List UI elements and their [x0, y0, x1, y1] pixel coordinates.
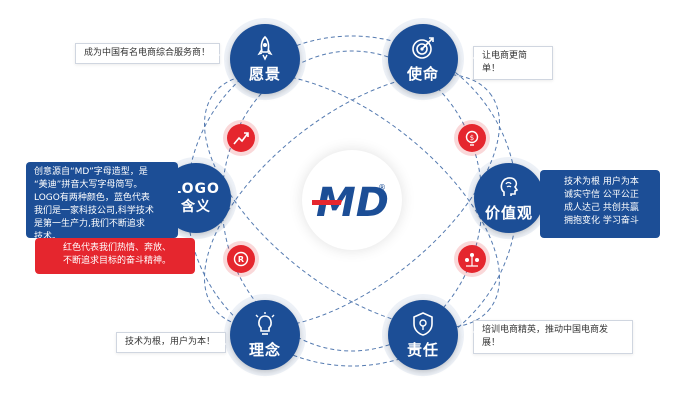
logo-blue-line: “美迪”拼音大写字母简写。	[34, 180, 143, 190]
team-network-badge	[458, 245, 486, 273]
money-idea-badge: $	[458, 124, 486, 152]
philosophy-text-box: 技术为根，用户为本！	[116, 332, 226, 353]
rocket-icon	[257, 35, 273, 61]
shield-icon	[413, 311, 433, 336]
vision-node: 愿景	[230, 24, 300, 94]
logo-blue-line: 技术。	[34, 232, 62, 242]
values-line: 技术为根 用户为本	[564, 177, 639, 187]
philosophy-text: 技术为根，用户为本！	[125, 337, 216, 347]
values-line: 拥抱变化 学习奋斗	[564, 216, 639, 226]
logo-blue-line: LOGO有两种颜色，蓝色代表	[34, 193, 150, 203]
mission-label: 使命	[406, 64, 439, 83]
vision-text: 成为中国有名电商综合服务商！	[84, 48, 211, 58]
logo-blue-line: 创意源自“MD”字母造型，是	[34, 167, 148, 177]
responsibility-text: 培训电商精英，推动中国电商发展！	[482, 325, 609, 348]
values-line: 诚实守信 公平公正	[564, 190, 639, 200]
vision-label: 愿景	[248, 64, 281, 83]
logo-red-line: 红色代表我们热情、奔放、	[63, 243, 172, 253]
responsibility-label: 责任	[406, 340, 439, 359]
values-label: 价值观	[484, 203, 533, 222]
svg-text:$: $	[470, 134, 474, 142]
svg-text:®: ®	[378, 183, 386, 192]
responsibility-text-box: 培训电商精英，推动中国电商发展！	[473, 320, 633, 354]
values-line: 成人达己 共创共赢	[564, 203, 639, 213]
mission-node: 使命	[388, 24, 458, 94]
logo-blue-line: 我们是一家科技公司,科学技术	[34, 206, 154, 216]
registered-icon: R	[233, 251, 249, 267]
svg-text:R: R	[238, 255, 244, 264]
head-brain-icon	[500, 176, 519, 196]
logo-label-line1: LOGO	[172, 181, 220, 197]
trend-up-icon	[233, 132, 249, 145]
money-bulb-icon: $	[465, 130, 479, 146]
mission-text-box: 让电商更简单！	[473, 46, 553, 80]
philosophy-label: 理念	[248, 340, 281, 359]
logo-red-text-box: 红色代表我们热情、奔放、 不断追求目标的奋斗精神。	[35, 238, 195, 274]
team-icon	[465, 253, 479, 267]
brand-logo-hub: MD ®	[302, 150, 402, 250]
lightbulb-icon	[255, 311, 275, 335]
mission-text: 让电商更简单！	[482, 51, 528, 74]
values-node: 价值观	[474, 163, 544, 233]
md-logo: MD ®	[312, 180, 389, 222]
philosophy-node: 理念	[230, 300, 300, 370]
logo-blue-line: 是第一生产力,我们不断追求	[34, 219, 145, 229]
values-text-box: 技术为根 用户为本 诚实守信 公平公正 成人达己 共创共赢 拥抱变化 学习奋斗	[540, 170, 660, 238]
target-icon	[412, 36, 434, 59]
logo-label-line2: 含义	[181, 199, 211, 215]
growth-chart-badge	[227, 124, 255, 152]
logo-blue-text-box: 创意源自“MD”字母造型，是 “美迪”拼音大写字母简写。 LOGO有两种颜色，蓝…	[26, 162, 178, 242]
registered-mark-badge: R	[227, 245, 255, 273]
responsibility-node: 责任	[388, 300, 458, 370]
logo-red-line: 不断追求目标的奋斗精神。	[63, 256, 172, 266]
vision-text-box: 成为中国有名电商综合服务商！	[75, 43, 220, 64]
